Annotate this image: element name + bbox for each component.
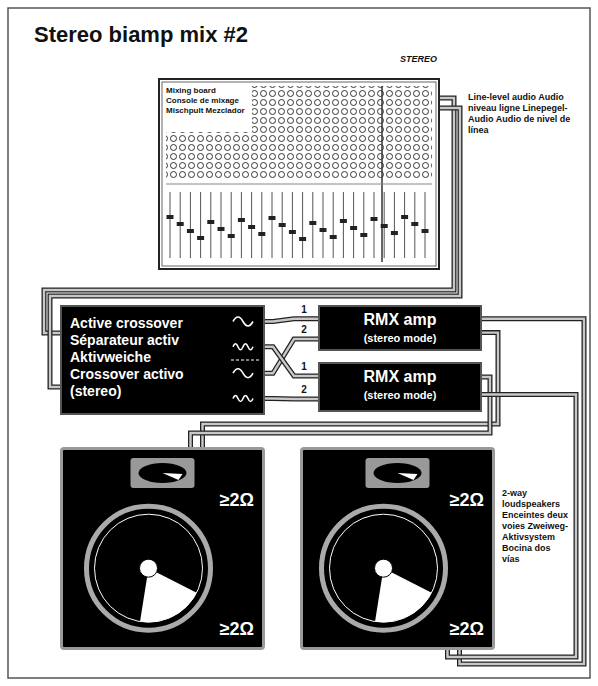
filter-symbols bbox=[229, 307, 263, 417]
loudspeaker-box: ≥2Ω ≥2Ω bbox=[300, 447, 495, 650]
speaker-label: 2-way loudspeakers Enceintes deux voies … bbox=[502, 488, 570, 565]
impedance-label: ≥2Ω bbox=[220, 490, 254, 510]
wire-core bbox=[265, 339, 318, 373]
speaker-wire bbox=[265, 339, 318, 373]
box-title: RMX amp bbox=[320, 367, 480, 386]
speaker-drivers bbox=[303, 450, 492, 647]
channel-number: 1 bbox=[299, 361, 309, 372]
box-title: RMX amp bbox=[320, 310, 480, 329]
amp-box: RMX amp (stereo mode) bbox=[318, 305, 482, 351]
impedance-label: ≥2Ω bbox=[450, 490, 484, 510]
box-title: Active crossover Séparateur activ Aktivw… bbox=[70, 315, 210, 400]
box-subtitle: (stereo mode) bbox=[320, 388, 480, 402]
output-label: STEREO bbox=[400, 54, 437, 65]
amp-box: RMX amp (stereo mode) bbox=[318, 362, 482, 412]
speaker-drivers bbox=[63, 450, 262, 647]
wire-outline bbox=[265, 347, 318, 376]
wire-outline bbox=[265, 339, 318, 373]
mixing-board: Mixing board Console de mixage Mischpult… bbox=[158, 78, 440, 270]
signal-label: Line-level audio Audio niveau ligne Line… bbox=[468, 92, 580, 136]
crossover-box: Active crossover Séparateur activ Aktivw… bbox=[60, 305, 265, 415]
title: Stereo biamp mix #2 bbox=[34, 22, 248, 48]
wire-outline bbox=[265, 396, 318, 402]
speaker-wire bbox=[265, 398, 318, 400]
speaker-wire bbox=[265, 319, 318, 322]
impedance-label: ≥2Ω bbox=[450, 619, 484, 639]
wire-core bbox=[265, 319, 318, 322]
impedance-label: ≥2Ω bbox=[220, 619, 254, 639]
box-title: Mixing board Console de mixage Mischpult… bbox=[166, 86, 246, 116]
wire-core bbox=[265, 347, 318, 376]
channel-number: 1 bbox=[299, 304, 309, 315]
wire-outline bbox=[265, 319, 318, 322]
speaker-wire bbox=[265, 347, 318, 376]
channel-number: 2 bbox=[299, 324, 309, 335]
box-subtitle: (stereo mode) bbox=[320, 331, 480, 345]
wire-core bbox=[265, 397, 318, 400]
channel-number: 2 bbox=[299, 384, 309, 395]
loudspeaker-box: ≥2Ω ≥2Ω bbox=[60, 447, 265, 650]
frame bbox=[8, 8, 590, 678]
